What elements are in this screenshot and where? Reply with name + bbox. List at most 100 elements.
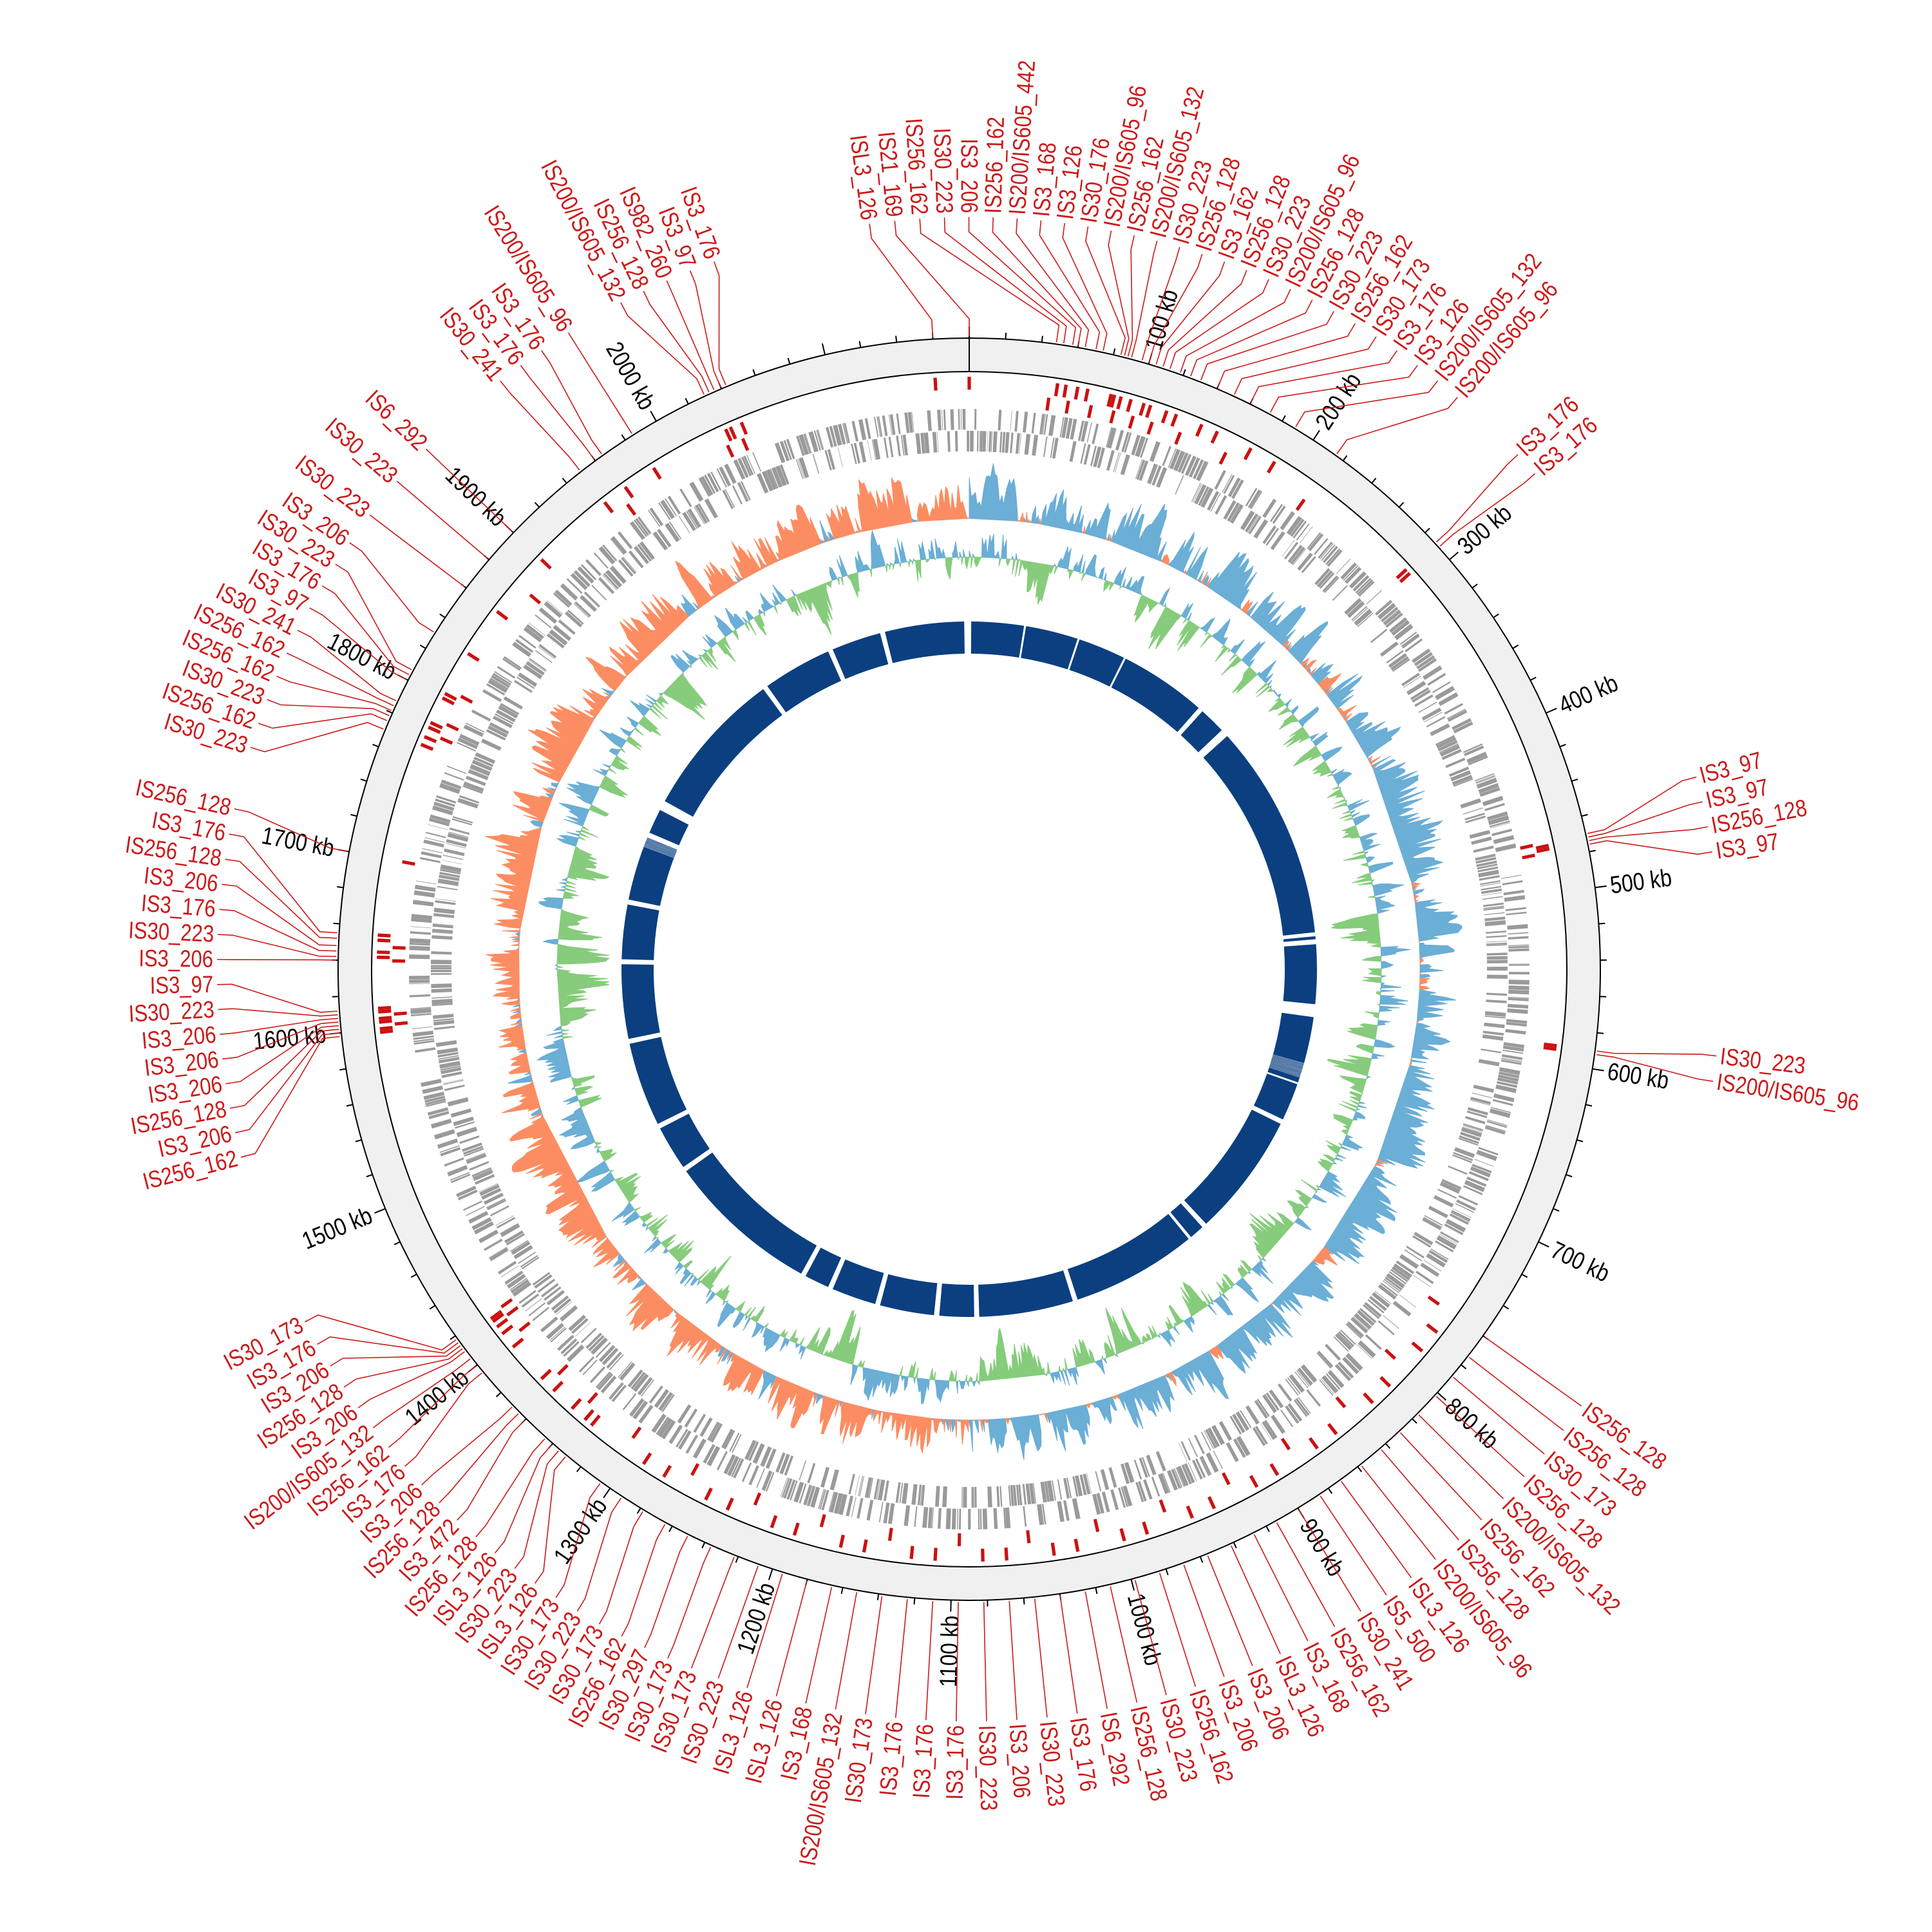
gene-reverse: [1316, 1352, 1332, 1368]
minor-tick: [1571, 778, 1578, 782]
gene-reverse: [999, 1486, 1003, 1507]
gene-forward: [550, 1327, 567, 1343]
gene-forward: [413, 1035, 434, 1040]
gene-reverse: [807, 1463, 816, 1484]
gene-forward: [502, 658, 521, 671]
is-marker: [1159, 1499, 1167, 1513]
major-tick: [374, 1208, 386, 1214]
gene-forward: [1286, 516, 1303, 536]
gene-forward: [1031, 412, 1036, 433]
gene-reverse: [1483, 905, 1504, 909]
contig-gap-line: [1270, 1064, 1302, 1074]
is-marker: [446, 723, 459, 732]
gene-reverse: [1480, 882, 1501, 887]
is-marker: [1128, 415, 1135, 429]
is-label-connector: [1039, 220, 1101, 350]
minor-tick: [1596, 1032, 1604, 1034]
gene-reverse: [1464, 812, 1485, 820]
gene-reverse: [1120, 454, 1130, 475]
gene-forward: [578, 1356, 595, 1373]
gene-forward: [1318, 541, 1333, 559]
gene-reverse: [853, 442, 860, 464]
is-label-connector: [943, 217, 1067, 344]
gene-reverse: [1477, 866, 1499, 873]
gene-reverse: [433, 1019, 455, 1026]
gene-forward: [1177, 1466, 1189, 1487]
is-marker: [1050, 1542, 1056, 1556]
is-label-connector: [689, 270, 721, 388]
gene-reverse: [447, 1097, 469, 1107]
gene-forward: [1508, 972, 1530, 975]
gene-forward: [1320, 1378, 1335, 1395]
contig-segment: [885, 621, 965, 663]
gene-forward: [431, 1119, 452, 1129]
gene-forward: [741, 456, 752, 477]
is-label-connector: [1298, 1509, 1361, 1612]
gene-reverse: [435, 1040, 457, 1047]
gene-reverse: [1367, 1298, 1385, 1314]
gene-reverse: [697, 503, 710, 522]
gene-reverse: [565, 611, 583, 628]
gene-reverse: [609, 1354, 624, 1370]
minor-tick: [333, 922, 340, 925]
gene-forward: [1196, 460, 1209, 482]
gene-forward: [951, 1508, 956, 1530]
gene-reverse: [858, 1475, 863, 1497]
is-label-connector: [1253, 1534, 1309, 1642]
gene-reverse: [658, 1392, 674, 1411]
gene-reverse: [544, 1286, 562, 1301]
gene-forward: [1296, 523, 1310, 541]
gene-forward: [937, 1508, 942, 1529]
gene-reverse: [447, 833, 469, 842]
is-element-label: IS3_176: [875, 1720, 908, 1797]
tick-label: 200 kb: [1311, 368, 1367, 434]
gene-forward: [471, 709, 491, 722]
is-label-connector: [1596, 1050, 1717, 1057]
contig-segment: [971, 621, 1025, 658]
contig-gap-line: [1272, 1057, 1303, 1067]
gene-reverse: [454, 1121, 475, 1129]
is-element-label: IS30_223: [128, 917, 214, 947]
gene-forward: [689, 481, 704, 502]
is-element-label: IS30_223: [928, 128, 958, 214]
gene-forward: [1320, 543, 1334, 560]
contig-gap-line: [1273, 1056, 1304, 1065]
gene-forward: [598, 546, 616, 565]
gene-forward: [597, 1372, 612, 1389]
gene-forward: [1423, 1260, 1442, 1272]
gene-forward: [1245, 488, 1258, 507]
gene-reverse: [1287, 1377, 1301, 1394]
gene-forward: [589, 1366, 606, 1383]
is-marker: [1054, 383, 1059, 397]
gene-forward: [1298, 1397, 1311, 1414]
gene-forward: [1506, 1019, 1528, 1024]
gene-reverse: [1352, 607, 1368, 622]
gene-reverse: [431, 960, 452, 965]
gene-reverse: [433, 913, 455, 918]
gene-reverse: [1229, 504, 1244, 524]
is-label-connector: [234, 1032, 340, 1133]
gene-reverse: [448, 831, 469, 838]
gene-reverse: [496, 1217, 516, 1229]
is-label-connector: [1589, 826, 1708, 842]
gene-reverse: [1175, 475, 1184, 495]
gene-reverse: [868, 1477, 874, 1499]
is-label-connector: [925, 1601, 934, 1721]
gene-forward: [846, 1495, 854, 1517]
gene-reverse: [452, 816, 473, 824]
gene-reverse: [737, 482, 749, 502]
gene-forward: [783, 1478, 793, 1499]
gene-reverse: [947, 431, 951, 452]
gene-reverse: [799, 1460, 807, 1481]
is-marker: [1399, 572, 1412, 583]
is-marker: [1074, 1539, 1080, 1552]
gene-reverse: [770, 468, 779, 489]
gene-reverse: [812, 453, 820, 474]
is-marker: [728, 426, 737, 440]
gene-reverse: [1256, 1399, 1270, 1417]
gene-reverse: [1403, 676, 1421, 688]
gene-reverse: [873, 1479, 880, 1500]
gene-forward: [410, 1008, 431, 1014]
gene-reverse: [442, 855, 464, 860]
is-marker: [587, 1392, 598, 1404]
